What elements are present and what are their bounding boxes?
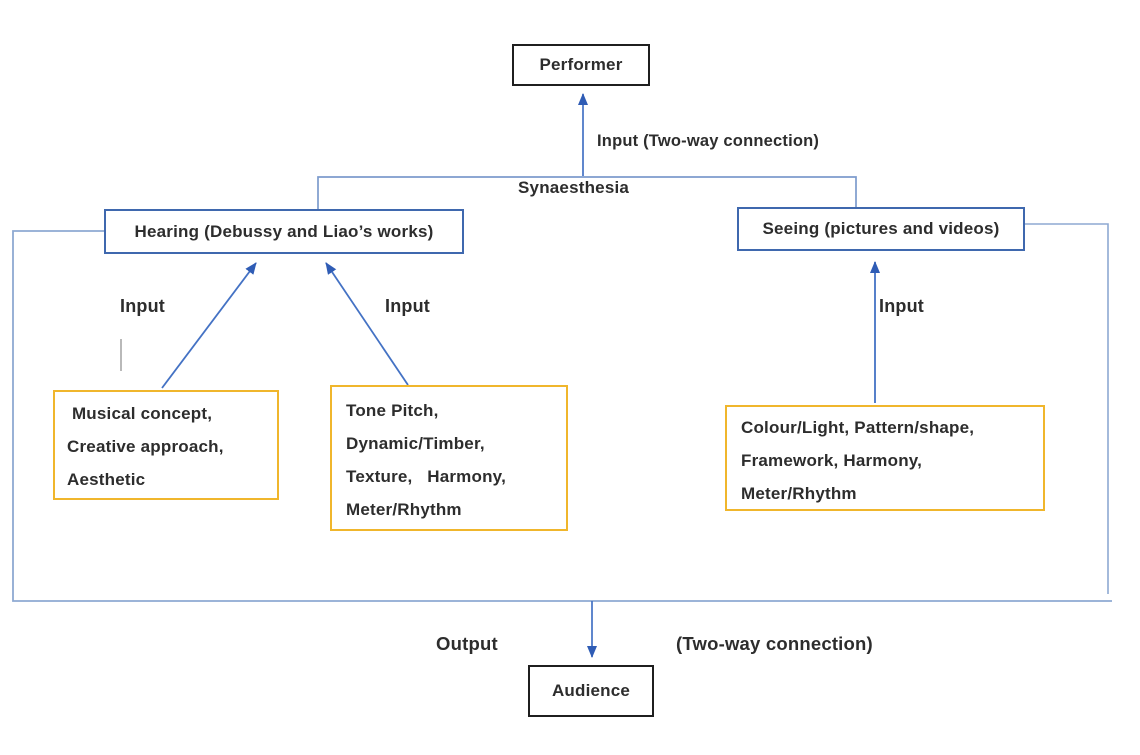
input-right-label: Input xyxy=(879,296,924,316)
synaesthesia-label: Synaesthesia xyxy=(518,178,630,197)
musical-concept-line: Aesthetic xyxy=(67,470,146,489)
musical-concept-box: Musical concept, Creative approach, Aest… xyxy=(53,390,279,500)
tone-pitch-line: Texture, Harmony, xyxy=(346,467,506,486)
input-two-way-top-label: Input (Two-way connection) xyxy=(597,132,820,150)
seeing-output-loop-line xyxy=(1025,223,1109,594)
tone-pitch-line: Tone Pitch, xyxy=(346,401,439,420)
arrow-tone-to-hearing xyxy=(325,262,409,386)
performer-label: Performer xyxy=(539,55,623,74)
input-left-label: Input xyxy=(120,296,165,316)
arrow-musical-to-hearing xyxy=(161,262,257,389)
hearing-box: Hearing (Debussy and Liao’s works) xyxy=(104,209,464,254)
musical-concept-line: Creative approach, xyxy=(67,437,224,456)
input-middle-label: Input xyxy=(385,296,430,316)
colour-light-line: Framework, Harmony, xyxy=(741,451,923,470)
musical-concept-line: Musical concept, xyxy=(67,404,213,423)
hearing-label: Hearing (Debussy and Liao’s works) xyxy=(134,221,434,241)
tone-pitch-line: Meter/Rhythm xyxy=(346,500,462,519)
seeing-label: Seeing (pictures and videos) xyxy=(762,219,1000,238)
two-way-bottom-label: (Two-way connection) xyxy=(676,633,873,654)
tone-pitch-box: Tone Pitch, Dynamic/Timber, Texture, Har… xyxy=(330,385,568,531)
hearing-output-loop-line xyxy=(12,230,1112,602)
colour-light-line: Meter/Rhythm xyxy=(741,484,857,503)
audience-box: Audience xyxy=(528,665,654,717)
colour-light-box: Colour/Light, Pattern/shape, Framework, … xyxy=(725,405,1045,511)
synaesthesia-tbar-line xyxy=(317,176,857,209)
output-label: Output xyxy=(436,633,498,654)
colour-light-line: Colour/Light, Pattern/shape, xyxy=(741,418,975,437)
audience-label: Audience xyxy=(551,681,631,700)
seeing-box: Seeing (pictures and videos) xyxy=(737,207,1025,251)
tone-pitch-line: Dynamic/Timber, xyxy=(346,434,485,453)
performer-box: Performer xyxy=(512,44,650,86)
